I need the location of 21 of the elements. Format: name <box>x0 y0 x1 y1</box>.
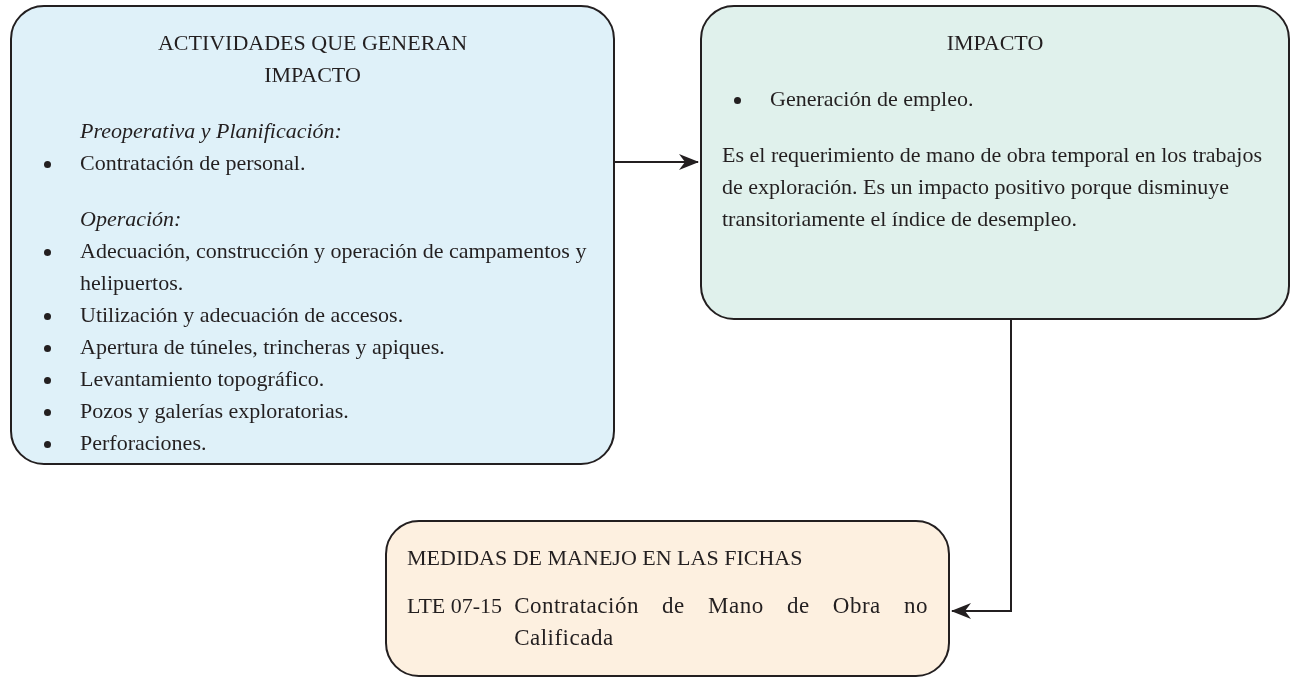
description-text: Es el requerimiento de mano de obra temporal en los trabajos de exploración. Es un impacto positivo porque disminuye transitoriamente el índice de desempleo. <box>722 141 1264 233</box>
bullet-item: Generación de empleo. <box>722 83 1268 115</box>
sheet-code: LTE 07-15 <box>407 592 503 620</box>
arrow <box>614 154 699 170</box>
rounded-box <box>700 5 1290 320</box>
bullet-item: Contratación de personal. <box>32 147 593 179</box>
arrow <box>951 319 1012 619</box>
bullet-item: Pozos y galerías exploratorias. <box>32 395 593 427</box>
phase-heading: Preoperativa y Planificación: <box>80 117 343 145</box>
bullet-item: Perforaciones. <box>32 427 593 459</box>
box-heading: ACTIVIDADES QUE GENERAN IMPACTO <box>156 29 469 89</box>
box-heading: IMPACTO <box>945 29 1045 57</box>
bullet-item: Apertura de túneles, trincheras y apiques. <box>32 331 593 363</box>
phase-heading: Operación: <box>80 205 183 233</box>
bullet-item: Utilización y adecuación de accesos. <box>32 299 593 331</box>
bullet-item: Levantamiento topográfico. <box>32 363 593 395</box>
rounded-box <box>10 5 615 465</box>
measure-title: Contratación de Mano de Obra no Calificada <box>514 592 928 652</box>
description-text: MEDIDAS DE MANEJO EN LAS FICHAS <box>407 544 804 572</box>
bullet-item: Adecuación, construcción y operación de campamentos y helipuertos. <box>32 235 593 299</box>
rounded-box <box>385 520 950 677</box>
